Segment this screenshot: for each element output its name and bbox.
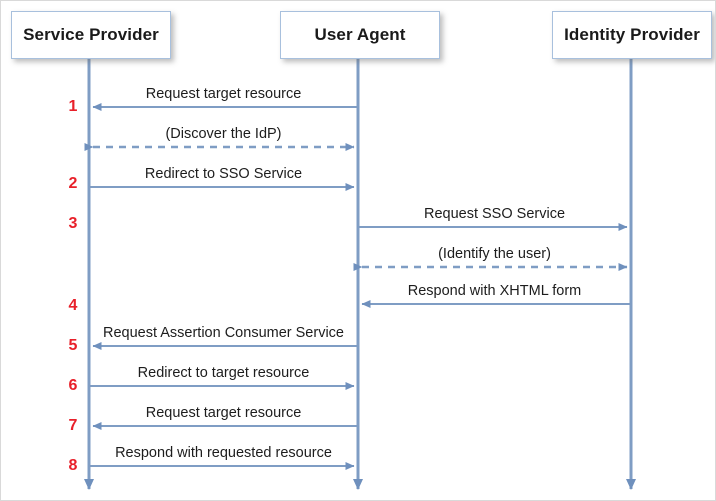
step-number-7: 7 <box>68 417 78 434</box>
message-label-respond-with-xhtml-form: Respond with XHTML form <box>407 283 582 299</box>
step-number-3: 3 <box>68 215 78 232</box>
message-label-identify-the-user: (Identify the user) <box>438 246 551 262</box>
message-arrows-group <box>84 103 631 470</box>
message-label-discover-the-idp: (Discover the IdP) <box>165 126 282 142</box>
step-number-6: 6 <box>68 377 78 394</box>
actor-box-identity-provider[interactable]: Identity Provider <box>552 11 712 59</box>
message-label-redirect-to-sso-service: Redirect to SSO Service <box>144 166 303 182</box>
message-label-redirect-to-target-resource: Redirect to target resource <box>137 365 310 381</box>
lifelines-group <box>84 59 636 490</box>
message-label-request-sso-service: Request SSO Service <box>423 206 566 222</box>
message-label-respond-with-requested-resource: Respond with requested resource <box>115 445 332 461</box>
message-label-request-assertion-consumer-service: Request Assertion Consumer Service <box>103 325 344 341</box>
actor-label-service-provider: Service Provider <box>23 25 159 44</box>
actor-box-user-agent[interactable]: User Agent <box>280 11 440 59</box>
message-label-request-target-resource: Request target resource <box>145 405 302 421</box>
step-number-1: 1 <box>68 98 78 115</box>
actor-box-service-provider[interactable]: Service Provider <box>11 11 171 59</box>
step-number-5: 5 <box>68 337 78 354</box>
step-number-8: 8 <box>68 457 78 474</box>
step-number-2: 2 <box>68 175 78 192</box>
actor-label-user-agent: User Agent <box>314 25 406 44</box>
actor-label-identity-provider: Identity Provider <box>564 25 700 44</box>
message-label-request-target-resource: Request target resource <box>145 86 302 102</box>
step-number-4: 4 <box>68 297 78 314</box>
